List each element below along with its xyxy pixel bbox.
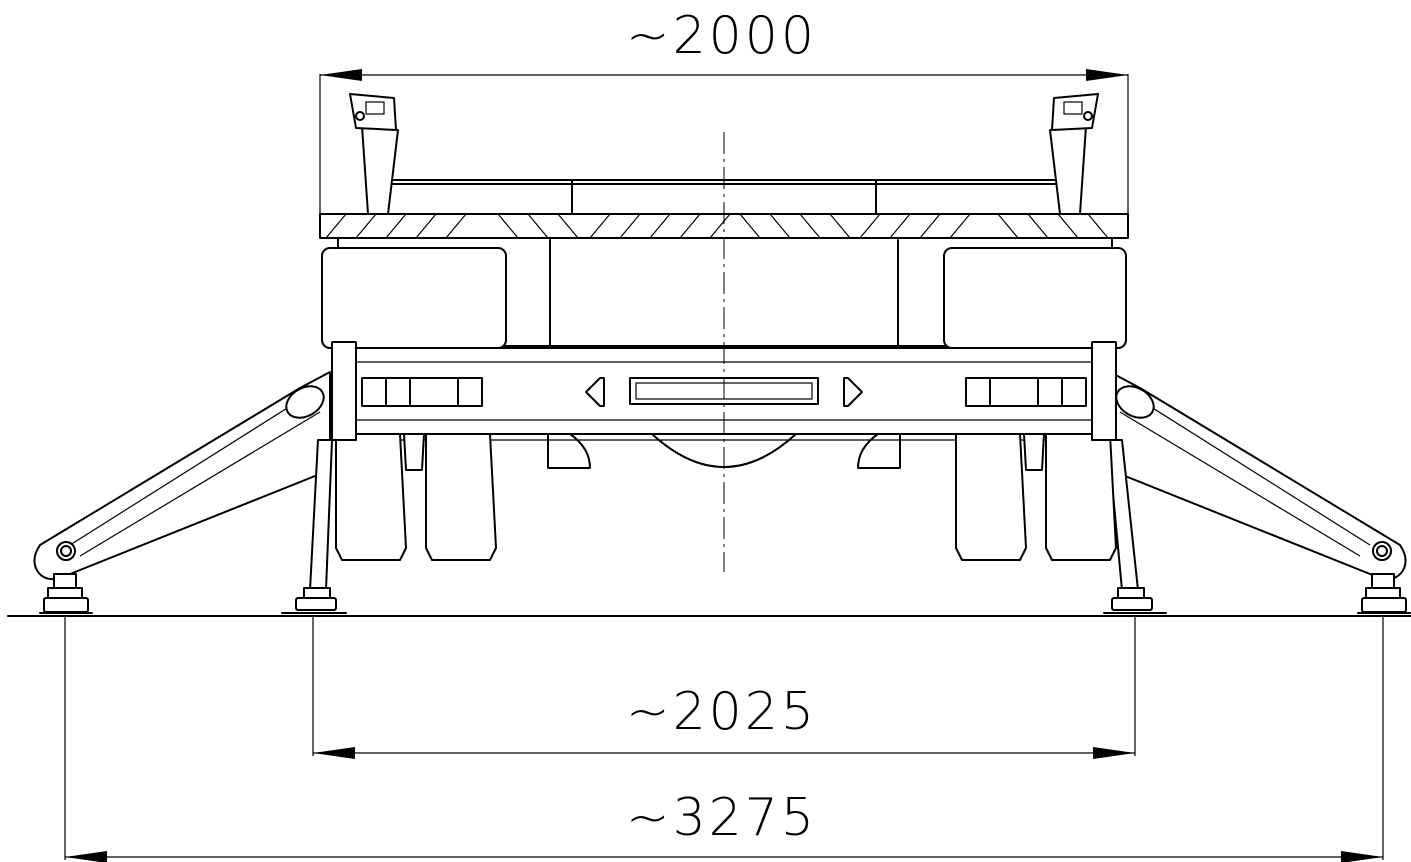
dimension-label-bottom: ~3275 bbox=[626, 788, 817, 848]
wheels-left bbox=[335, 433, 497, 561]
chassis-body bbox=[321, 235, 1127, 349]
dimension-label-middle: ~2025 bbox=[626, 682, 817, 742]
axle-housing bbox=[340, 433, 1110, 469]
inner-leg-left bbox=[281, 439, 347, 614]
camera-mount-right bbox=[1049, 93, 1099, 215]
dimension-bottom bbox=[64, 616, 1384, 862]
outrigger-left bbox=[33, 371, 331, 614]
outrigger-right bbox=[1109, 371, 1411, 614]
wheels-right bbox=[955, 433, 1117, 561]
inner-leg-right bbox=[1103, 439, 1167, 614]
dimension-top bbox=[319, 69, 1129, 214]
dimension-middle bbox=[312, 616, 1136, 759]
dimension-label-top: ~2000 bbox=[626, 6, 817, 66]
camera-mount-left bbox=[349, 93, 399, 215]
